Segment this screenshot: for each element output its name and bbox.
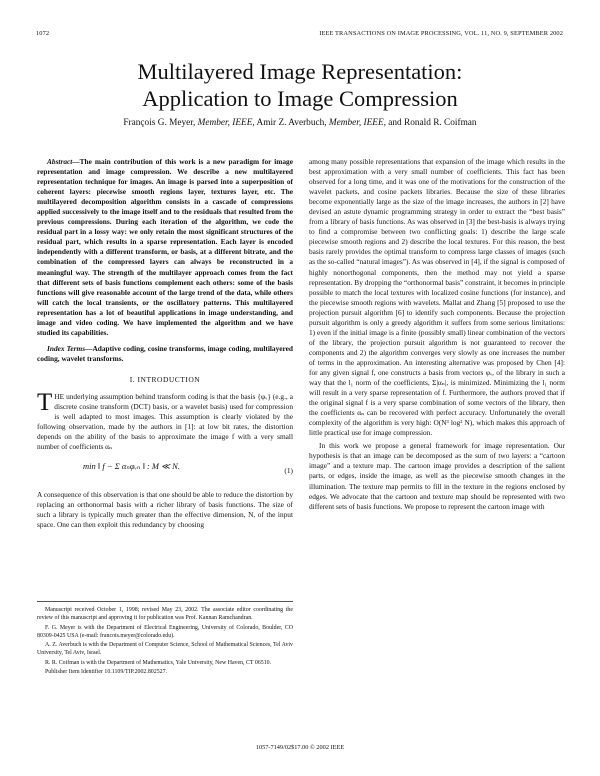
paper-title: Multilayered Image Representation: Appli… (0, 58, 600, 112)
left-column: Abstract—The main contribution of this w… (37, 157, 293, 530)
right-column: among many possible representations that… (309, 157, 565, 512)
equation-1: min ‖ f − Σ αₙφᵥₙ ‖ : M ≪ N. (1) (37, 456, 293, 486)
footnotes: Manuscript received October 1, 1998; rev… (37, 601, 293, 677)
author-2-role: Member, IEEE (328, 118, 384, 128)
equation-number: (1) (284, 466, 293, 476)
footnote-author-1: F. G. Meyer is with the Department of El… (37, 624, 293, 639)
abstract-label: Abstract— (47, 157, 80, 166)
abstract-text: The main contribution of this work is a … (37, 157, 293, 337)
running-header: IEEE TRANSACTIONS ON IMAGE PROCESSING, V… (319, 30, 563, 37)
intro-text-1: HE underlying assumption behind transfor… (37, 391, 293, 452)
title-line-1: Multilayered Image Representation: (137, 59, 463, 84)
author-1-role: Member, IEEE (197, 118, 253, 128)
index-terms-label: Index Terms— (47, 343, 93, 353)
author-list: François G. Meyer, Member, IEEE, Amir Z.… (0, 118, 600, 128)
equation-body: min ‖ f − Σ αₙφᵥₙ ‖ : M ≪ N. (83, 461, 180, 472)
author-3: , and Ronald R. Coifman (383, 118, 477, 128)
title-line-2: Application to Image Compression (142, 86, 458, 111)
drop-cap: T (37, 388, 53, 416)
copyright-line: 1057-7149/02$17.00 © 2002 IEEE (255, 744, 345, 751)
right-paragraph-2: In this work we propose a general framew… (309, 441, 565, 511)
abstract: Abstract—The main contribution of this w… (37, 157, 293, 338)
footnote-manuscript: Manuscript received October 1, 1998; rev… (37, 607, 293, 622)
page-number: 1072 (36, 30, 50, 37)
footnote-author-3: R. R. Coifman is with the Department of … (45, 659, 272, 666)
right-paragraph-1: among many possible representations that… (309, 157, 565, 438)
index-terms-text: Adaptive coding, cosine transforms, imag… (37, 343, 294, 363)
footnote-author-2: A. Z. Averbuch is with the Department of… (37, 642, 293, 657)
section-heading: I. INTRODUCTION (129, 374, 201, 384)
author-2: , Amir Z. Averbuch, (252, 118, 329, 128)
index-terms: Index Terms—Adaptive coding, cosine tran… (37, 344, 293, 364)
intro-paragraph-2: A consequence of this observation is tha… (37, 490, 293, 530)
footnote-publisher-id: Publisher Item Identifier 10.1109/TIP.20… (45, 669, 167, 676)
author-1: François G. Meyer, (123, 118, 198, 128)
